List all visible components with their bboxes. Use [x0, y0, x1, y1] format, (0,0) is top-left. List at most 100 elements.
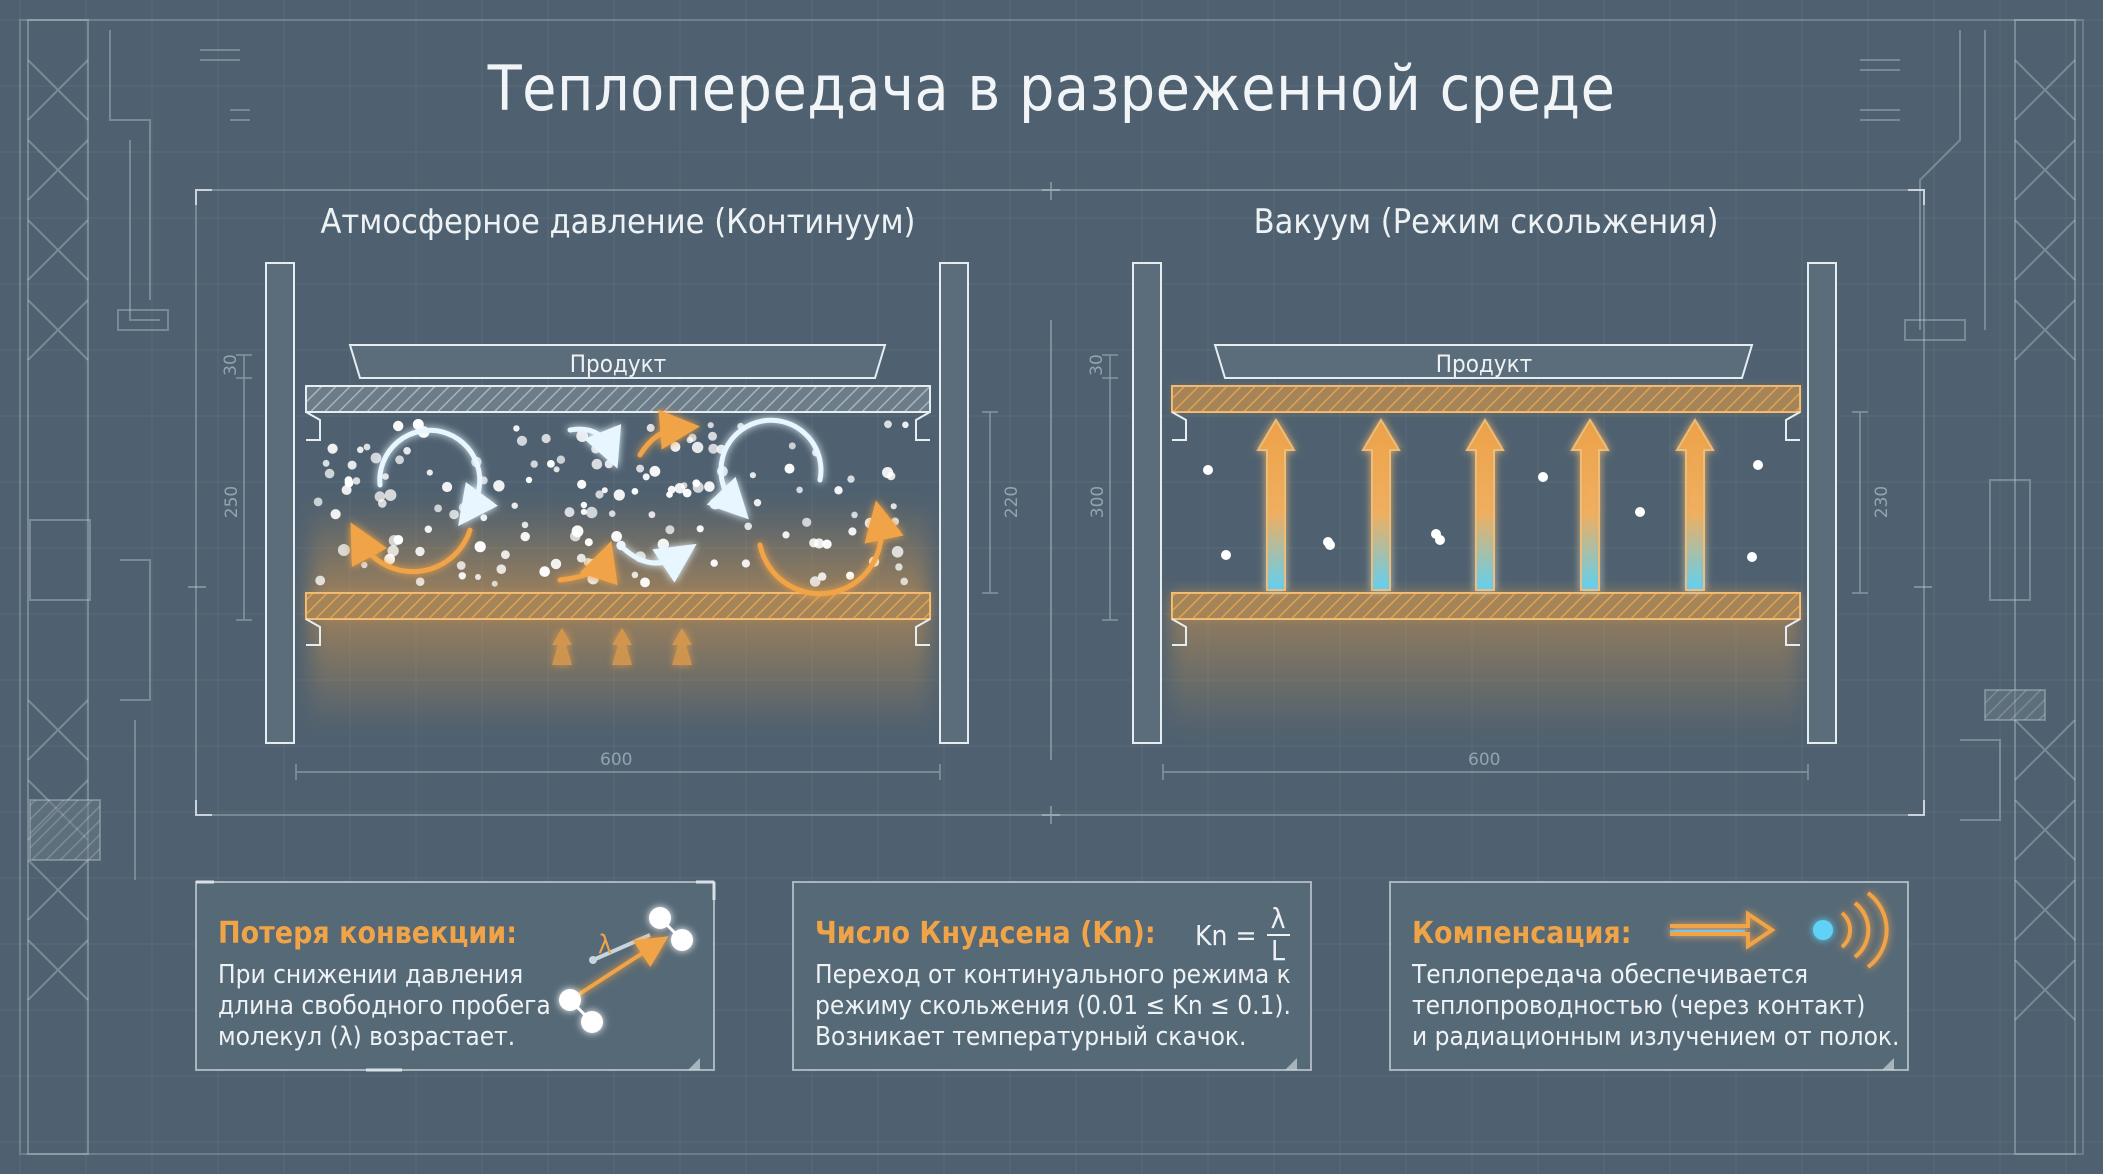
- card-text: Теплопередача обеспечивается теплопровод…: [1412, 960, 1972, 1053]
- lambda-symbol: λ: [598, 930, 612, 960]
- gas-molecule: [586, 506, 598, 519]
- gas-molecule: [686, 436, 694, 444]
- gas-molecule: [480, 514, 488, 522]
- product-tray: [1213, 344, 1754, 379]
- gas-molecule: [415, 546, 425, 557]
- knudsen-formula: Kn = λ L: [1195, 904, 1290, 966]
- info-cards: [194, 880, 1909, 1072]
- upward-heat-arrow: [1361, 418, 1401, 591]
- gas-molecule: [403, 447, 411, 455]
- gas-molecule: [613, 489, 625, 501]
- card-line: и радиационным излучением от полок.: [1412, 1022, 1900, 1052]
- gas-molecule: [818, 572, 827, 581]
- gas-molecule: [891, 517, 899, 526]
- gas-molecule: [848, 527, 857, 536]
- gas-molecule: [591, 444, 600, 454]
- gas-molecule: [1753, 460, 1763, 470]
- gas-molecule: [330, 509, 341, 520]
- gas-molecule: [327, 443, 338, 454]
- card-text: Переход от континуального режима к режим…: [815, 960, 1375, 1053]
- gas-molecule: [610, 428, 619, 437]
- card-line: Теплопередача обеспечивается: [1412, 960, 1809, 990]
- gas-molecule: [636, 464, 645, 473]
- gap-dimension-right: 300: [1088, 485, 1109, 519]
- gas-molecule: [834, 486, 843, 495]
- gas-molecule: [583, 557, 593, 567]
- gas-molecule: [640, 577, 650, 588]
- gas-molecule: [384, 489, 397, 501]
- gas-molecule: [753, 499, 762, 507]
- gas-molecule: [902, 421, 909, 429]
- gas-molecule: [539, 566, 550, 577]
- gas-molecule: [393, 420, 404, 432]
- continuum-panel-title: Атмосферное давление (Континуум): [320, 202, 916, 242]
- gas-molecule: [710, 559, 718, 567]
- gas-molecule: [520, 531, 530, 542]
- gas-molecule: [530, 460, 538, 468]
- card-line: теплопроводностью (через контакт): [1412, 991, 1866, 1021]
- gas-molecule: [387, 545, 399, 557]
- gas-molecule: [347, 460, 357, 470]
- gas-molecule: [682, 488, 692, 498]
- gas-molecule: [357, 446, 364, 454]
- gas-molecule: [344, 476, 353, 485]
- gas-molecule: [591, 458, 603, 470]
- gas-molecule: [501, 550, 510, 560]
- gas-molecule: [352, 477, 361, 485]
- gas-molecule: [680, 482, 688, 489]
- gas-molecule: [784, 463, 795, 474]
- gas-molecule: [442, 481, 453, 493]
- gas-molecule: [802, 517, 812, 527]
- gas-molecule: [1635, 507, 1645, 517]
- molecule-pair-icon: [559, 907, 693, 1033]
- gas-molecule: [666, 491, 673, 498]
- gas-molecule: [412, 419, 424, 430]
- gas-molecule: [580, 508, 588, 515]
- shelf-gap-dimension-right: 230: [1872, 485, 1893, 519]
- right-chamber-wall-left: [1132, 262, 1162, 744]
- vacuum-panel-title: Вакуум (Режим скольжения): [1253, 202, 1719, 242]
- upward-heat-arrow: [1675, 418, 1715, 591]
- product-label-left: Продукт: [569, 350, 667, 378]
- card-line: При снижении давления: [218, 960, 524, 990]
- gas-molecule: [707, 422, 714, 429]
- gas-molecule: [516, 435, 528, 446]
- gas-molecule: [691, 441, 704, 454]
- gas-molecule: [782, 531, 790, 539]
- gas-molecule: [657, 538, 669, 550]
- gap-dimension-left: 250: [222, 485, 243, 519]
- tray-height-dimension-right: 30: [1086, 354, 1107, 376]
- card-line: молекул (λ) возрастает.: [218, 1022, 516, 1052]
- gas-molecule: [564, 507, 575, 518]
- left-dimension-lines: [236, 354, 998, 780]
- gas-molecule: [513, 425, 520, 432]
- gas-molecule: [847, 475, 855, 483]
- gas-molecule: [1747, 552, 1757, 562]
- card-frame-compensation: [1389, 881, 1909, 1071]
- card-convection-loss: Потеря конвекции: При снижении давления …: [196, 882, 714, 1070]
- width-dimension-left: 600: [600, 750, 633, 770]
- gas-molecule: [521, 521, 529, 529]
- gas-molecule: [434, 504, 442, 513]
- gas-molecule: [631, 571, 639, 579]
- gas-molecule: [511, 502, 518, 509]
- gas-molecule: [541, 433, 551, 444]
- gas-molecule: [361, 561, 368, 569]
- gas-molecule: [449, 509, 459, 520]
- gas-molecule: [426, 469, 433, 476]
- gas-molecule: [393, 535, 404, 545]
- gas-molecule: [324, 468, 335, 479]
- outer-frame: [19, 19, 2084, 1155]
- gas-molecule: [595, 490, 604, 499]
- formula-lhs: Kn =: [1195, 918, 1257, 952]
- card-title: Компенсация:: [1412, 916, 1632, 951]
- gas-molecule: [341, 485, 352, 495]
- gas-molecule: [851, 511, 858, 519]
- gas-molecule: [584, 538, 593, 547]
- gas-molecule: [631, 488, 639, 495]
- gas-molecule: [809, 576, 821, 587]
- gas-molecule: [648, 511, 656, 519]
- gas-molecule: [556, 455, 566, 464]
- radiation-emission-icon: [1670, 891, 1889, 969]
